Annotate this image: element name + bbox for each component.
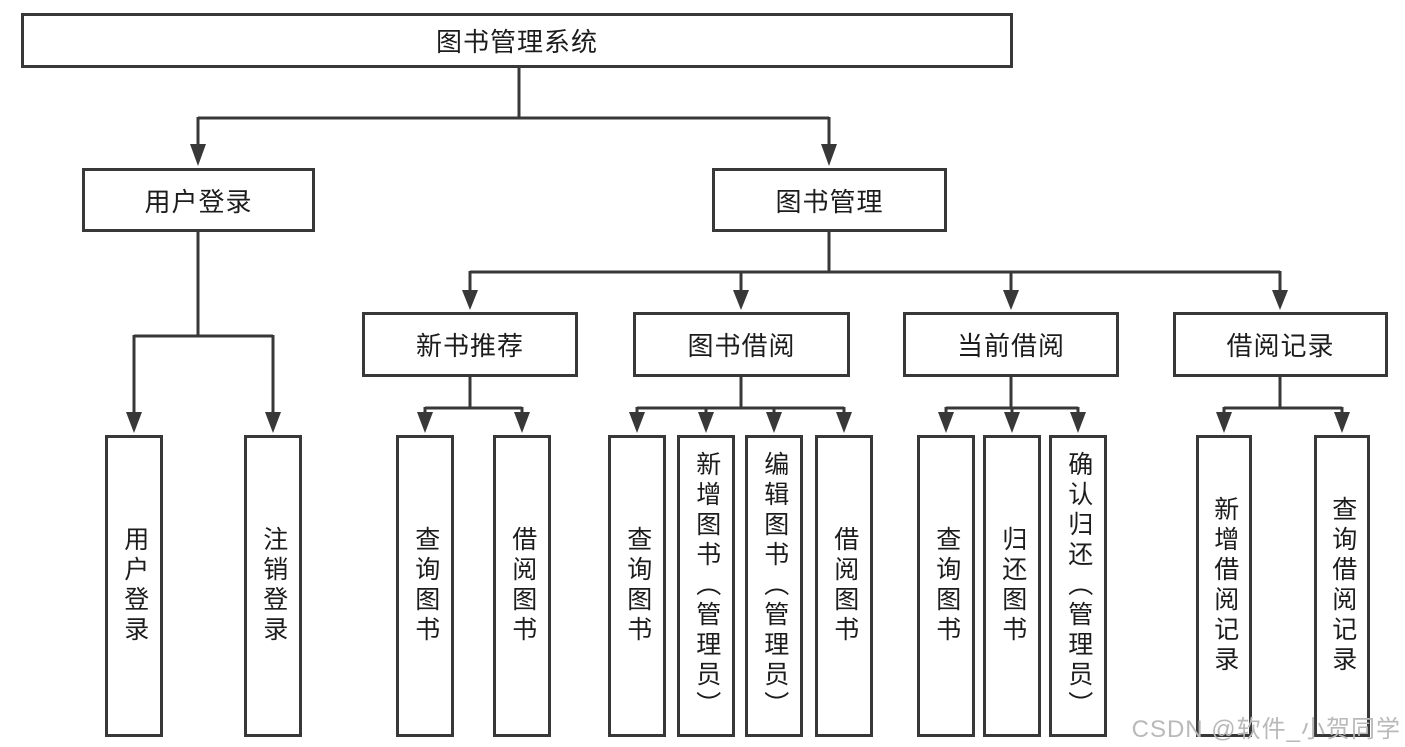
leaf-borrow-books: 借阅图书 [815,435,873,737]
connector-root-to-level2 [190,68,837,166]
connector-borrow-records-to-leaves [1216,376,1350,433]
node-borrow-records: 借阅记录 [1173,312,1388,377]
node-user-login: 用户登录 [82,168,315,232]
leaf-query-books-recommend: 查询图书 [396,435,454,737]
connector-current-borrow-to-leaves [938,376,1086,433]
leaf-query-borrow-record: 查询借阅记录 [1314,435,1370,737]
csdn-watermark: CSDN @软件_小贺同学 [1131,716,1401,743]
connector-book-management-to-level3 [462,231,1288,310]
leaf-edit-books-admin: 编辑图书（管理员） [745,435,803,737]
node-new-book-recommend: 新书推荐 [362,312,578,377]
leaf-borrow-books-recommend: 借阅图书 [493,435,551,737]
node-book-borrow: 图书借阅 [633,312,850,377]
node-current-borrow: 当前借阅 [903,312,1119,377]
leaf-logout: 注销登录 [244,435,302,737]
node-root-system: 图书管理系统 [21,13,1013,68]
leaf-query-books-borrow: 查询图书 [608,435,666,737]
leaf-user-login: 用户登录 [105,435,163,737]
connector-book-borrow-to-leaves [629,376,852,433]
connector-new-book-rec-to-leaves [417,376,530,433]
leaf-return-books: 归还图书 [983,435,1041,737]
connector-user-login-to-leaves [126,231,281,433]
leaf-query-books-current: 查询图书 [917,435,975,737]
leaf-add-borrow-record: 新增借阅记录 [1196,435,1252,737]
node-book-management: 图书管理 [712,168,947,232]
leaf-confirm-return-admin: 确认归还（管理员） [1049,435,1107,737]
leaf-add-books-admin: 新增图书（管理员） [677,435,735,737]
